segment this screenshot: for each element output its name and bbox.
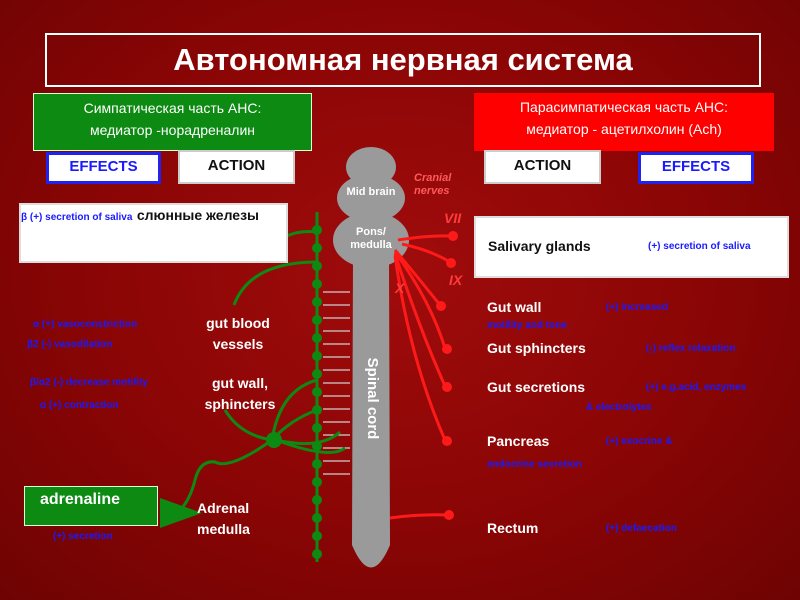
spinal-cord-shape (333, 147, 409, 568)
nerve-ix-label: IX (449, 272, 463, 288)
sympathetic-box: Симпатическая часть АНС: медиатор -норад… (33, 93, 312, 151)
gut-secretions-effect-line1: (+) e.g.acid, enzymes (646, 382, 747, 393)
gut-secretions-effect-line2: & electrolytes (586, 402, 652, 413)
salivary-glands-label: Salivary glands (488, 238, 591, 254)
pancreas-effect-line1: (+) exocrine & (606, 436, 673, 447)
action-header-left: ACTION (178, 150, 295, 184)
pons-medulla-label: Pons/ medulla (350, 226, 392, 251)
spinal-nerve-rungs (323, 291, 350, 475)
ganglion-node (266, 432, 282, 448)
saliva-action-left: слюнные железы (136, 207, 259, 223)
pancreas-effect-line2: endocrine secretion (487, 459, 583, 470)
adrenal-effect-secretion: (+) secretion (53, 531, 113, 542)
salivary-left-box: β (+) secretion of saliva слюнные железы (19, 203, 288, 263)
saliva-effect-left: β (+) secretion of saliva (21, 212, 133, 223)
parasympathetic-nerves (389, 234, 453, 520)
cranial-nerves-label: Cranial nerves (414, 172, 452, 197)
page-title: Автономная нервная система (45, 33, 761, 87)
vessels-effect-alpha: α (+) vasoconstriction (33, 319, 138, 330)
rectum-effect: (+) defaecation (606, 523, 677, 534)
rectum-label: Rectum (487, 520, 539, 536)
effects-header-left: EFFECTS (46, 152, 161, 184)
gut-effect-decrease-motility: β/α2 (-) decrease motility (30, 377, 148, 388)
parasympathetic-line2: медиатор - ацетилхолин (Ach) (526, 121, 722, 137)
adrenal-medulla-label: Adrenal medulla (197, 500, 250, 537)
pancreas-label: Pancreas (487, 433, 550, 449)
gut-wall-label: Gut wall (487, 299, 542, 315)
gut-secretions-label: Gut secretions (487, 379, 586, 395)
salivary-effect-right: (+) secretion of saliva (648, 241, 751, 252)
gut-effect-contraction: α (+) contraction (40, 400, 119, 411)
parasympathetic-line1: Парасимпатическая часть АНС: (519, 99, 729, 115)
vessels-effect-beta2: β2 (-) vasodilation (27, 339, 113, 350)
gut-sphincters-effect: (-) reflex relaxation (646, 343, 736, 354)
nerve-x-label: X (395, 280, 405, 296)
midbrain-label: Mid brain (346, 186, 396, 198)
parasympathetic-box: Парасимпатическая часть АНС: медиатор - … (474, 93, 774, 151)
sympathetic-line2: медиатор -норадреналин (89, 122, 256, 138)
gut-sphincters-label: Gut sphincters (487, 340, 586, 356)
spinal-cord-label: Spinal cord (364, 357, 381, 440)
gut-wall-effect-line1: (+) increased (606, 302, 668, 313)
gut-wall-sphincters-label: gut wall, sphincters (204, 375, 276, 412)
sympathetic-line1: Симпатическая часть АНС: (83, 100, 262, 116)
action-header-right: ACTION (484, 150, 601, 184)
adrenaline-arrow (160, 498, 202, 528)
adrenaline-box: adrenaline (24, 486, 158, 526)
salivary-right-box: Salivary glands (+) secretion of saliva (474, 216, 789, 278)
sympathetic-chain (312, 212, 322, 562)
nerve-vii-label: VII (444, 210, 462, 226)
parasympathetic-endpoints (436, 231, 458, 520)
gut-blood-vessels-label: gut blood vessels (206, 315, 270, 352)
gut-wall-effect-line2: motility and tone (487, 320, 567, 331)
effects-header-right: EFFECTS (638, 152, 754, 184)
